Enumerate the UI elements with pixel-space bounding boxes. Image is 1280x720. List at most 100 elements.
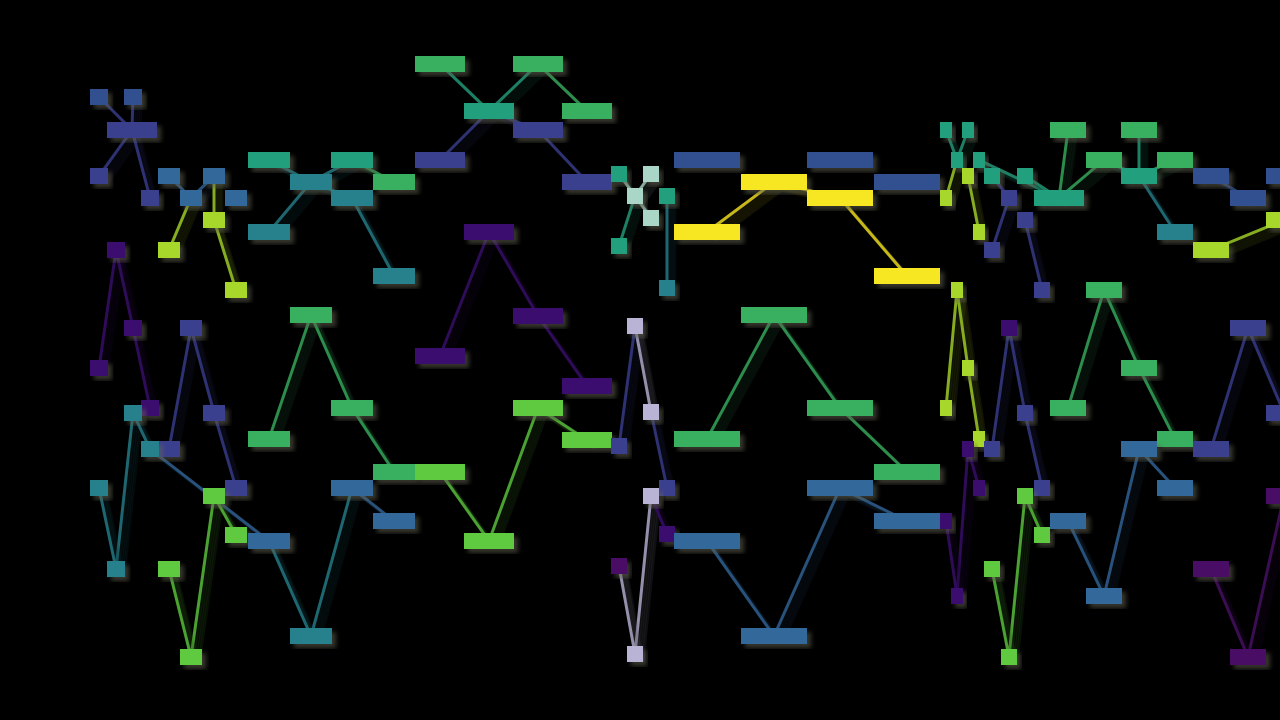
node-block bbox=[1121, 441, 1157, 457]
node-block bbox=[1050, 122, 1086, 138]
link-echo bbox=[1068, 291, 1108, 411]
link-echo bbox=[135, 331, 156, 413]
link-line bbox=[944, 520, 959, 597]
link-echo bbox=[191, 497, 218, 660]
link-line bbox=[1023, 219, 1044, 291]
node-block bbox=[1157, 224, 1193, 240]
link-echo bbox=[1011, 499, 1031, 662]
link-line bbox=[267, 540, 313, 637]
node-block bbox=[180, 190, 202, 206]
node-block bbox=[984, 168, 1000, 184]
node-block bbox=[1230, 190, 1266, 206]
node-block bbox=[1157, 152, 1193, 168]
link-echo bbox=[707, 316, 778, 442]
link-echo bbox=[1015, 503, 1035, 666]
node-block bbox=[464, 533, 514, 549]
link-echo bbox=[197, 503, 224, 666]
link-line bbox=[212, 412, 238, 489]
node-block bbox=[1266, 488, 1280, 504]
link-echo bbox=[709, 318, 780, 444]
node-block bbox=[562, 378, 612, 394]
node-block bbox=[141, 441, 159, 457]
link-echo bbox=[313, 491, 358, 641]
node-block bbox=[373, 513, 415, 529]
node-block bbox=[1193, 242, 1229, 258]
link-echo bbox=[175, 205, 201, 259]
link-line bbox=[990, 568, 1011, 658]
node-block bbox=[984, 561, 1000, 577]
link-line bbox=[536, 128, 589, 184]
link-line bbox=[267, 181, 313, 233]
node-block bbox=[1121, 360, 1157, 376]
link-line bbox=[309, 487, 354, 637]
link-echo bbox=[446, 239, 499, 365]
link-line bbox=[167, 197, 193, 251]
node-block bbox=[158, 561, 180, 577]
link-line bbox=[1246, 327, 1280, 408]
node-block bbox=[513, 308, 563, 324]
node-block bbox=[107, 122, 157, 138]
node-block bbox=[741, 174, 807, 190]
node-block bbox=[1157, 480, 1193, 496]
link-line bbox=[438, 231, 491, 357]
link-echo bbox=[639, 331, 659, 419]
node-block bbox=[940, 122, 952, 138]
node-block bbox=[674, 533, 740, 549]
node-block bbox=[331, 152, 373, 168]
node-block bbox=[973, 152, 985, 168]
node-block bbox=[874, 268, 940, 284]
link-echo bbox=[1009, 497, 1029, 660]
link-echo bbox=[639, 501, 659, 661]
node-block bbox=[807, 190, 873, 206]
node-block bbox=[415, 152, 465, 168]
node-block bbox=[331, 190, 373, 206]
link-echo bbox=[315, 320, 360, 415]
link-echo bbox=[103, 255, 124, 375]
link-echo bbox=[996, 203, 1017, 257]
node-block bbox=[203, 212, 225, 228]
node-block bbox=[940, 513, 952, 529]
link-echo bbox=[273, 546, 319, 643]
node-block bbox=[90, 480, 108, 496]
link-line bbox=[617, 325, 637, 447]
link-line bbox=[487, 231, 540, 317]
link-echo bbox=[974, 456, 989, 497]
link-echo bbox=[623, 571, 643, 661]
link-line bbox=[617, 195, 637, 247]
node-block bbox=[203, 405, 225, 421]
link-echo bbox=[952, 297, 967, 417]
link-echo bbox=[946, 522, 961, 599]
node-block bbox=[627, 646, 643, 662]
link-echo bbox=[992, 570, 1013, 660]
link-echo bbox=[105, 137, 142, 185]
node-block bbox=[1050, 513, 1086, 529]
node-block bbox=[1034, 527, 1050, 543]
link-echo bbox=[1252, 333, 1280, 400]
node-block bbox=[1017, 212, 1033, 228]
node-block bbox=[874, 174, 940, 190]
node-block bbox=[611, 438, 627, 454]
link-echo bbox=[317, 495, 362, 645]
node-block bbox=[107, 242, 125, 258]
node-block bbox=[513, 400, 563, 416]
link-echo bbox=[1254, 550, 1280, 666]
link-echo bbox=[619, 567, 639, 657]
link-line bbox=[350, 407, 396, 473]
link-line bbox=[649, 411, 669, 489]
node-block bbox=[290, 307, 332, 323]
link-echo bbox=[193, 331, 220, 418]
link-echo bbox=[495, 415, 548, 550]
link-echo bbox=[195, 333, 222, 420]
node-block bbox=[90, 89, 108, 105]
link-echo bbox=[1110, 456, 1149, 605]
node-block bbox=[973, 480, 985, 496]
node-block bbox=[464, 224, 514, 240]
link-echo bbox=[711, 320, 782, 446]
node-block bbox=[674, 224, 740, 240]
link-echo bbox=[313, 318, 358, 413]
node-block bbox=[290, 628, 332, 644]
link-line bbox=[990, 327, 1011, 450]
node-block bbox=[741, 628, 807, 644]
link-echo bbox=[1009, 329, 1029, 416]
